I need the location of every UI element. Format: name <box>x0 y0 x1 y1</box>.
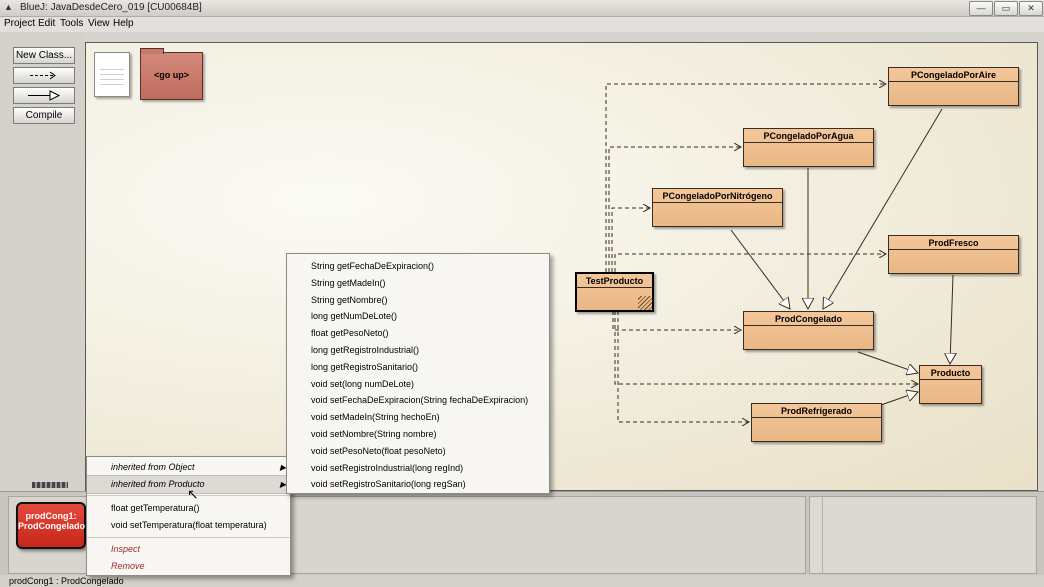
new-class-button[interactable]: New Class... <box>13 47 75 64</box>
inherit-nitrogeno-congelado <box>730 229 790 309</box>
go-up-folder[interactable]: <go up> <box>140 48 203 100</box>
window-title: BlueJ: JavaDesdeCero_019 [CU00684B] <box>20 2 202 13</box>
submenu-arrow-icon: ▶ <box>279 463 286 472</box>
uncompiled-hatch <box>638 296 652 310</box>
compile-button[interactable]: Compile <box>13 107 75 124</box>
class-prodcongelado[interactable]: ProdCongelado <box>743 311 874 350</box>
submenu-method-item[interactable]: void setFechaDeExpiracion(String fechaDe… <box>311 395 529 406</box>
object-name: prodCong1: <box>25 511 77 521</box>
bench-stripe-decoration <box>32 482 68 488</box>
class-name: ProdCongelado <box>744 312 873 326</box>
menu-set-temperatura[interactable]: void setTemperatura(float temperatura) <box>111 520 267 530</box>
submenu-method-item[interactable]: String getMadeIn() <box>311 277 386 288</box>
menu-view[interactable]: View <box>88 18 110 29</box>
class-name: PCongeladoPorAgua <box>744 129 873 143</box>
dep-arrow-refrigerado <box>617 311 749 422</box>
menu-remove[interactable]: Remove <box>111 561 145 571</box>
submenu-method-item[interactable]: void setRegistroSanitario(long regSan) <box>311 479 466 490</box>
class-producto[interactable]: Producto <box>919 365 982 404</box>
menu-edit[interactable]: Edit <box>38 18 56 29</box>
folder-label: <go up> <box>153 70 189 80</box>
inheritance-arrow-button[interactable] <box>13 87 75 104</box>
class-prodrefrigerado[interactable]: ProdRefrigerado <box>751 403 882 442</box>
submenu-arrow-icon: ▶ <box>279 480 286 489</box>
close-button[interactable]: ✕ <box>1019 1 1043 16</box>
submenu-method-item[interactable]: float getPesoNeto() <box>311 328 389 339</box>
object-type: ProdCongelado <box>18 521 85 531</box>
menu-inspect[interactable]: Inspect <box>111 544 141 554</box>
submenu-method-item[interactable]: void setMadeIn(String hechoEn) <box>311 412 440 423</box>
inherit-aire-congelado <box>823 108 943 309</box>
tool-panel: New Class... Compile <box>0 33 84 491</box>
menu-bar: Project Edit Tools View Help <box>0 17 1044 32</box>
class-name: PCongeladoPorNitrógeno <box>653 189 782 203</box>
menu-item-label: inherited from Producto <box>111 479 205 489</box>
inheritance-arrow-icon <box>28 90 61 101</box>
dep-arrow-fresco <box>614 254 886 279</box>
inherited-methods-submenu: String getFechaDeExpiracion() String getM… <box>286 253 550 494</box>
class-testproducto[interactable]: TestProducto <box>575 272 654 312</box>
submenu-method-item[interactable]: void setRegistroIndustrial(long regInd) <box>311 462 464 473</box>
menu-separator <box>87 495 290 496</box>
menu-help[interactable]: Help <box>113 18 134 29</box>
menu-inherited-from-producto[interactable]: inherited from Producto ▶ <box>87 475 290 494</box>
inherit-congelado-producto <box>857 351 918 373</box>
menu-item-label: inherited from Object <box>111 462 195 472</box>
class-name: Producto <box>920 366 981 380</box>
dep-arrow-agua <box>608 147 741 279</box>
menu-tools[interactable]: Tools <box>60 18 84 29</box>
dep-arrow-aire <box>605 84 886 279</box>
menu-inherited-from-object[interactable]: inherited from Object ▶ <box>87 459 290 476</box>
submenu-method-item[interactable]: void set(long numDeLote) <box>311 378 415 389</box>
bench-side-panel <box>809 496 1037 574</box>
readme-document-icon[interactable] <box>94 52 130 97</box>
inherit-fresco-producto <box>950 274 953 364</box>
class-prodfresco[interactable]: ProdFresco <box>888 235 1019 274</box>
submenu-method-item[interactable]: String getNombre() <box>311 294 388 305</box>
minimize-button[interactable]: — <box>969 1 993 16</box>
dep-arrow-congelado <box>612 311 741 330</box>
class-name: ProdRefrigerado <box>752 404 881 418</box>
menu-get-temperatura[interactable]: float getTemperatura() <box>111 503 200 513</box>
title-bar: ▲ BlueJ: JavaDesdeCero_019 [CU00684B] — … <box>0 0 1044 17</box>
class-name: PCongeladoPorAire <box>889 68 1018 82</box>
submenu-method-item[interactable]: long getNumDeLote() <box>311 311 398 322</box>
status-bar: prodCong1 : ProdCongelado <box>0 575 1044 587</box>
class-pcongeladopornitrogeno[interactable]: PCongeladoPorNitrógeno <box>652 188 783 227</box>
dashed-arrow-icon <box>30 71 56 80</box>
class-pcongeladoporaire[interactable]: PCongeladoPorAire <box>888 67 1019 106</box>
object-context-menu: inherited from Object ▶ inherited from P… <box>86 456 291 576</box>
submenu-method-item[interactable]: String getFechaDeExpiracion() <box>311 261 435 271</box>
maximize-button[interactable]: ▭ <box>994 1 1018 16</box>
bluej-app-icon: ▲ <box>4 2 13 12</box>
inherit-refrigerado-producto <box>880 392 918 406</box>
submenu-method-item[interactable]: long getRegistroSanitario() <box>311 361 419 372</box>
class-name: TestProducto <box>577 274 652 288</box>
dependency-arrow-button[interactable] <box>13 67 75 84</box>
class-name: ProdFresco <box>889 236 1018 250</box>
submenu-method-item[interactable]: long getRegistroIndustrial() <box>311 345 420 355</box>
dep-arrow-nitrogeno <box>611 208 650 279</box>
class-diagram-canvas[interactable]: <go up> PCongeladoPorAire PCongela <box>85 42 1038 491</box>
class-pcongeladoporagua[interactable]: PCongeladoPorAgua <box>743 128 874 167</box>
dep-arrow-producto <box>614 311 918 384</box>
folder-tab <box>140 48 164 54</box>
mouse-pointer-icon: ↖ <box>187 486 199 502</box>
dependency-arrows <box>605 43 1037 490</box>
submenu-method-item[interactable]: void setPesoNeto(float pesoNeto) <box>311 445 446 456</box>
object-prodcong1[interactable]: prodCong1: ProdCongelado <box>16 502 86 549</box>
menu-separator <box>87 537 290 538</box>
submenu-method-item[interactable]: void setNombre(String nombre) <box>311 429 437 439</box>
menu-project[interactable]: Project <box>4 18 36 29</box>
